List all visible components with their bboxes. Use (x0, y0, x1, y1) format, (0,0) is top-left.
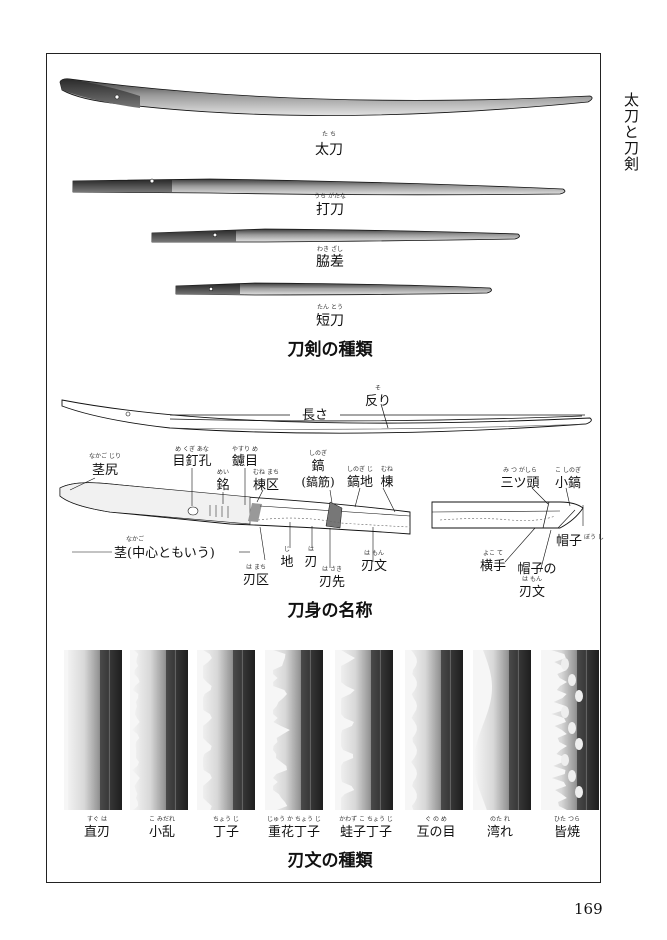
label-boshi-no: 帽子の (517, 561, 556, 577)
label-ji: 地 (280, 555, 293, 570)
blade-part-labels: なかご じり 茎尻 め くぎ あな 目釘孔 やすり め 鑢目 めい 銘 むね ま… (89, 445, 604, 621)
ruby-uchigatana: うち がたな (314, 192, 346, 200)
label-kissaki: 刃先 (319, 575, 345, 590)
hamon-strip (64, 650, 122, 810)
side-title: 太刀と刀剣 (622, 92, 640, 172)
label-hamachi: 刃区 (243, 573, 269, 588)
label-hamon-8: 皆焼 (554, 825, 580, 840)
label-uchigatana: 打刀 (316, 201, 344, 218)
leader-lines (69, 468, 576, 573)
sword-tanto (175, 282, 492, 296)
ruby-hamachi: は まち (246, 564, 266, 571)
label-hamon: 刃文 (361, 559, 387, 574)
ruby-koshinogi: こ しのぎ (555, 466, 581, 474)
diagram-full-blade (61, 399, 592, 434)
hamon-strip (335, 650, 393, 810)
label-hamon-2: 小乱 (149, 825, 175, 840)
hamon-strip (265, 650, 323, 810)
label-boshi-no-hamon: 刃文 (519, 585, 545, 600)
sword-uchigatana (72, 178, 566, 196)
label-yokote: 横手 (480, 559, 506, 574)
heading-sword-types: 刀剣の種類 (288, 339, 374, 360)
ruby-hamon-4: じゅう か ちょう じ (267, 816, 321, 823)
label-hamon-3: 丁子 (213, 825, 239, 840)
label-hamon-1: 直刃 (84, 825, 110, 840)
hamon-type-labels: すぐ は 直刃 こ みだれ 小乱 ちょう じ 丁子 じゅう か ちょう じ 重花… (84, 815, 580, 871)
ruby-hamon-8: ひた つら (554, 816, 580, 823)
diagram-kissaki-detail (431, 501, 584, 529)
page-number: 169 (574, 900, 603, 918)
label-wakizashi: 脇差 (316, 254, 344, 270)
label-hamon-7: 湾れ (487, 824, 513, 840)
label-nakagojiri: 茎尻 (92, 463, 118, 478)
ruby-ha: は (308, 546, 314, 553)
ruby-hamon-1: すぐ は (87, 816, 107, 823)
label-nagasa: 長さ (302, 408, 328, 423)
sword-tachi (59, 78, 593, 116)
label-tanto: 短刀 (316, 313, 344, 329)
label-mune: 棟 (380, 475, 393, 490)
ruby-mei: めい (217, 469, 229, 476)
ruby-boshi: ぼう し (584, 534, 604, 541)
ruby-munemachi: むね まち (253, 469, 279, 476)
ruby-hamon: は もん (364, 550, 384, 557)
label-shinogiji: 鎬地 (347, 474, 373, 490)
ruby-tanto: たん とう (317, 304, 343, 311)
hamon-strip (541, 650, 599, 810)
label-boshi: 帽子 (556, 533, 582, 549)
label-mitsukashira: 三ツ頭 (500, 476, 539, 491)
ruby-hamon-3: ちょう じ (213, 816, 239, 823)
label-ha: 刃 (304, 555, 317, 570)
heading-blade-parts: 刀身の名称 (288, 600, 373, 621)
label-nakago: 茎(中心ともいう) (114, 546, 215, 561)
label-hamon-4: 重花丁子 (268, 824, 320, 840)
diagram-blade-detail (59, 482, 411, 535)
label-koshinogi: 小鎬 (555, 475, 581, 491)
ruby-yokote: よこ て (483, 550, 503, 557)
label-yasurime: 鑢目 (232, 453, 258, 469)
hamon-strip (473, 650, 531, 810)
ruby-mune: むね (381, 466, 393, 473)
label-munemachi: 棟区 (253, 478, 279, 493)
hamon-strips (64, 650, 599, 810)
ruby-shinogi: しのぎ (309, 449, 327, 457)
sword-wakizashi (151, 228, 520, 243)
hamon-strip (130, 650, 188, 810)
ruby-hamon-5: かわず こ ちょう じ (339, 815, 393, 823)
label-mei: 銘 (216, 478, 229, 493)
ruby-hamon-2: こ みだれ (149, 816, 175, 823)
ruby-yasurime: やすり め (232, 445, 258, 453)
page-frame (46, 53, 601, 883)
heading-hamon-types: 刃文の種類 (288, 850, 374, 871)
label-sori: 反り (365, 394, 391, 409)
ruby-hamon-7: のた れ (490, 816, 510, 823)
ruby-ji: じ (284, 546, 290, 553)
ruby-mitsukashira: み つ がしら (503, 466, 537, 474)
hamon-strip (197, 650, 255, 810)
label-mekugiana: 目釘孔 (172, 453, 211, 469)
ruby-mekugiana: め くぎ あな (175, 445, 209, 453)
ruby-kissaki: は さき (322, 566, 342, 573)
label-shinogisuji: (鎬筋) (301, 474, 334, 489)
label-hamon-6: 互の目 (416, 825, 455, 840)
label-shinogi: 鎬 (311, 458, 324, 474)
ruby-boshi-no-hamon: は もん (522, 576, 542, 583)
label-hamon-5: 蛙子丁子 (340, 825, 392, 840)
ruby-nakagojiri: なかご じり (89, 452, 121, 460)
ruby-wakizashi: わき ざし (317, 245, 343, 253)
sword-type-labels: た ち 太刀 うち がたな 打刀 わき ざし 脇差 たん とう 短刀 刀剣の種類 (288, 131, 374, 360)
ruby-tachi: た ち (322, 131, 336, 138)
ruby-nakago: なかご (126, 535, 144, 543)
ruby-sori: そ (375, 385, 381, 392)
hamon-strip (405, 650, 463, 810)
label-tachi: 太刀 (315, 142, 343, 158)
ruby-hamon-6: ぐ の め (425, 816, 447, 823)
ruby-shinogiji: しのぎ じ (347, 465, 373, 473)
